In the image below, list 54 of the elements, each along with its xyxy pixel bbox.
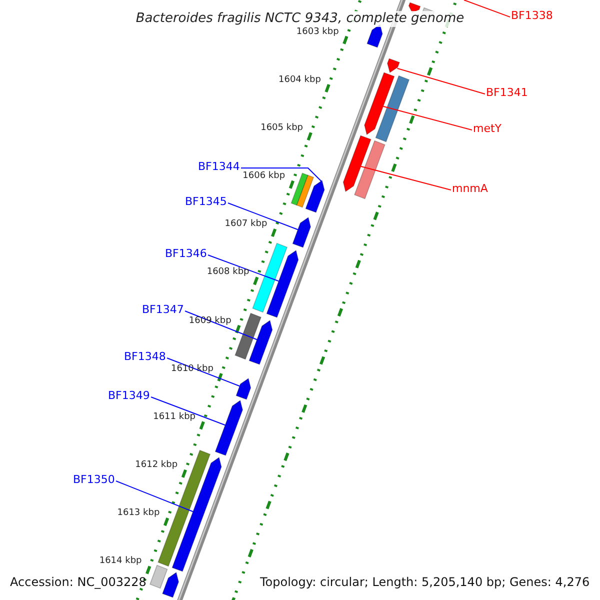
gene-bar bbox=[292, 216, 312, 248]
gene-label: BF1349 bbox=[108, 390, 150, 400]
tick-label: 1607 kbp bbox=[224, 220, 268, 230]
tick-label: 1613 kbp bbox=[117, 509, 160, 518]
gene-bar bbox=[236, 378, 252, 400]
gene-bar bbox=[408, 2, 421, 14]
tick-label: 1606 kbp bbox=[242, 172, 286, 182]
leader-line bbox=[116, 480, 194, 512]
tick-label: 1603 kbp bbox=[296, 28, 339, 37]
gene-bar bbox=[305, 180, 325, 213]
leader-line bbox=[464, 0, 510, 18]
gene-bar bbox=[364, 72, 395, 136]
gene-block bbox=[296, 174, 314, 208]
leader-line bbox=[360, 166, 452, 190]
gene-label: BF1350 bbox=[73, 474, 115, 484]
accession-text: Accession: NC_003228 bbox=[9, 574, 148, 590]
leader-line bbox=[166, 358, 240, 387]
leader-line bbox=[228, 202, 298, 230]
gene-label: mnmA bbox=[452, 182, 488, 194]
tick-label: 1604 kbp bbox=[278, 76, 321, 85]
gene-label: BF1344 bbox=[198, 160, 240, 172]
tick-label: 1612 kbp bbox=[135, 461, 178, 470]
gene-label: BF1347 bbox=[142, 304, 184, 314]
gene-label: metY bbox=[473, 122, 502, 134]
gene-block bbox=[375, 75, 410, 142]
gene-block bbox=[149, 564, 168, 589]
gene-block bbox=[354, 140, 386, 200]
leader-line bbox=[396, 68, 486, 94]
leader-line bbox=[208, 254, 280, 282]
gene-label: BF1348 bbox=[124, 350, 166, 362]
genome-info-text: Topology: circular; Length: 5,205,140 bp; Genes: 4,276 bbox=[259, 574, 591, 590]
gene-label: BF1341 bbox=[486, 86, 528, 98]
gene-block bbox=[234, 312, 262, 360]
leader-line bbox=[150, 396, 226, 426]
leader-line bbox=[382, 106, 472, 130]
tick-label: 1609 kbp bbox=[188, 316, 232, 326]
tick-label: 1608 kbp bbox=[206, 268, 250, 278]
gene-label: BF1346 bbox=[165, 248, 207, 258]
gene-bar bbox=[214, 400, 244, 456]
leader-line bbox=[240, 168, 322, 182]
gene-block bbox=[252, 242, 288, 313]
tick-label: 1610 kbp bbox=[171, 364, 214, 374]
gene-bar bbox=[162, 572, 180, 598]
gene-label: BF1338 bbox=[511, 10, 553, 20]
gene-bar bbox=[248, 320, 273, 365]
gene-bar bbox=[266, 250, 299, 318]
tick-label: 1605 kbp bbox=[260, 124, 303, 133]
gene-bar bbox=[386, 58, 400, 74]
gene-bar bbox=[342, 135, 372, 192]
tick-label: 1614 kbp bbox=[99, 557, 142, 566]
gene-label: BF1345 bbox=[185, 196, 227, 206]
tick-label: 1611 kbp bbox=[153, 412, 196, 422]
leader-line bbox=[184, 310, 258, 340]
gene-block bbox=[158, 450, 211, 567]
